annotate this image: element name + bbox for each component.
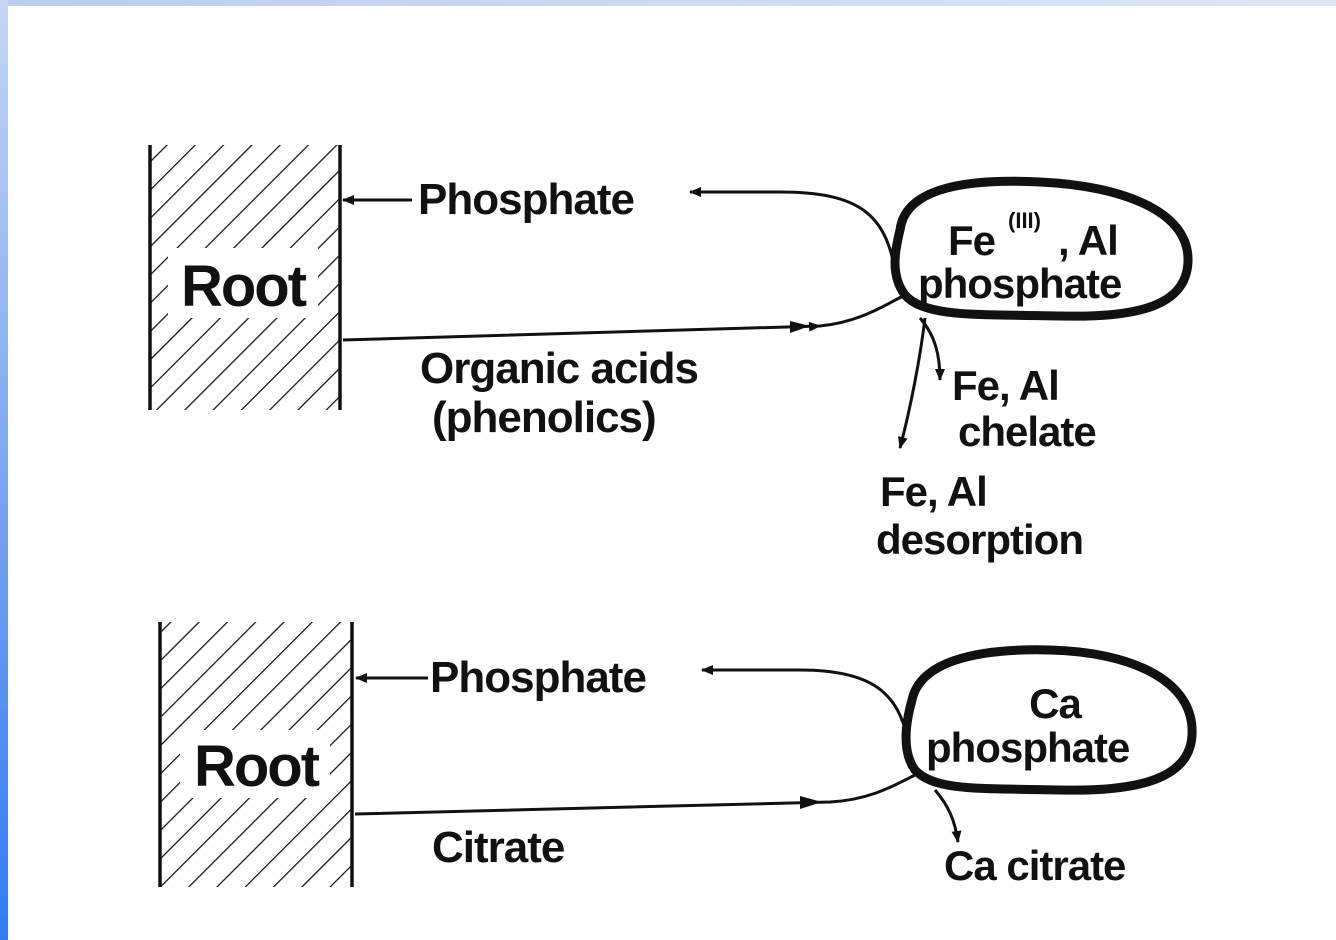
bottom-panel: Root Phosphate Citrate Ca phosphate Ca c… bbox=[158, 622, 1197, 889]
bottom-exudate-label: Citrate bbox=[432, 823, 564, 872]
bottom-phosphate-label: Phosphate bbox=[430, 653, 646, 702]
top-chelate-line2: chelate bbox=[958, 408, 1096, 455]
bottom-product-label: Ca citrate bbox=[944, 842, 1125, 889]
top-root-label-bg bbox=[168, 248, 318, 318]
bottom-phosphate-arrow-from-mineral bbox=[701, 665, 910, 741]
top-desorption-arrow bbox=[897, 317, 927, 449]
top-desorption-line2: desorption bbox=[876, 516, 1083, 563]
top-organic-acid-arrow bbox=[342, 293, 906, 342]
top-mineral-suffix: , Al bbox=[1058, 217, 1118, 264]
slide-top-border bbox=[0, 0, 1336, 6]
top-phosphate-arrow-from-mineral bbox=[689, 187, 897, 271]
bottom-mineral-particle bbox=[901, 645, 1197, 795]
bottom-citrate-arrow bbox=[354, 773, 916, 816]
top-chelate-line1: Fe, Al bbox=[952, 362, 1059, 409]
bottom-root-label-bg bbox=[180, 730, 330, 798]
bottom-root-block: Root bbox=[158, 622, 354, 887]
top-mineral-line2: phosphate bbox=[918, 260, 1121, 307]
slide-left-border bbox=[0, 0, 8, 940]
bottom-ca-citrate-arrow bbox=[933, 789, 962, 843]
top-root-block: Root bbox=[148, 145, 342, 410]
top-desorption-line1: Fe, Al bbox=[880, 468, 987, 515]
top-exudate-line2: (phenolics) bbox=[432, 393, 656, 442]
bottom-root-label: Root bbox=[194, 734, 320, 799]
top-organic-acid-arrowhead bbox=[790, 321, 810, 333]
top-panel: Root Phosphate Organic acids (phenolics)… bbox=[148, 145, 1193, 563]
top-mineral-superscript: (III) bbox=[1008, 208, 1041, 233]
bottom-mineral-line1: Ca bbox=[1029, 680, 1082, 727]
bottom-citrate-arrowhead bbox=[800, 796, 822, 809]
bottom-mineral-line2: phosphate bbox=[926, 724, 1129, 771]
top-exudate-line1: Organic acids bbox=[420, 344, 698, 393]
top-phosphate-label: Phosphate bbox=[418, 175, 634, 224]
top-mineral-prefix: Fe bbox=[948, 217, 995, 264]
top-mineral-particle bbox=[890, 176, 1193, 321]
top-root-label: Root bbox=[181, 254, 307, 319]
